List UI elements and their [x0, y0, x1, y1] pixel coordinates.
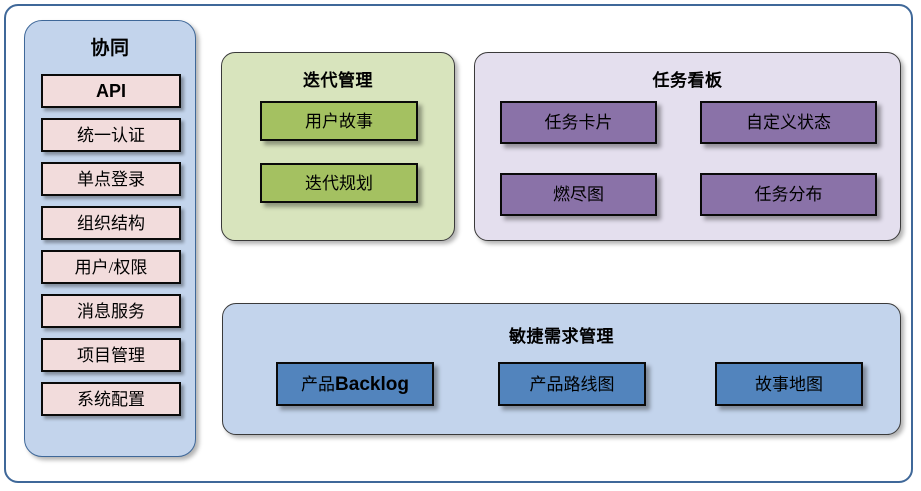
taskboard-panel-title: 任务看板: [652, 71, 723, 90]
node-task-card[interactable]: 任务卡片: [500, 101, 657, 144]
sidebar-item-api[interactable]: API: [41, 74, 181, 108]
node-story-map[interactable]: 故事地图: [715, 362, 863, 406]
node-task-distribution[interactable]: 任务分布: [700, 173, 877, 216]
diagram-frame: 协同 API 统一认证 单点登录 组织结构 用户/权限 消息服务 项目管理 系统…: [4, 4, 913, 483]
node-product-backlog-latin: Backlog: [335, 373, 409, 395]
sidebar-panel-collaboration: 协同 API 统一认证 单点登录 组织结构 用户/权限 消息服务 项目管理 系统…: [24, 20, 196, 457]
node-custom-status[interactable]: 自定义状态: [700, 101, 877, 144]
sidebar-title: 协同: [90, 38, 130, 59]
node-iteration-plan[interactable]: 迭代规划: [260, 163, 418, 203]
panel-iteration-management: 迭代管理 用户故事 迭代规划: [221, 52, 455, 241]
node-user-story[interactable]: 用户故事: [260, 101, 418, 141]
iteration-panel-title: 迭代管理: [303, 71, 373, 90]
node-burndown-chart[interactable]: 燃尽图: [500, 173, 657, 216]
agile-panel-title: 敏捷需求管理: [509, 327, 614, 346]
sidebar-item-list: API 统一认证 单点登录 组织结构 用户/权限 消息服务 项目管理 系统配置: [41, 74, 181, 426]
node-product-backlog-cjk: 产品: [301, 374, 336, 394]
sidebar-item-org-structure[interactable]: 组织结构: [41, 206, 181, 240]
sidebar-item-system-config[interactable]: 系统配置: [41, 382, 181, 416]
sidebar-item-user-permission[interactable]: 用户/权限: [41, 250, 181, 284]
sidebar-item-message-service[interactable]: 消息服务: [41, 294, 181, 328]
sidebar-item-single-sign-on[interactable]: 单点登录: [41, 162, 181, 196]
sidebar-item-unified-auth[interactable]: 统一认证: [41, 118, 181, 152]
node-product-roadmap[interactable]: 产品路线图: [498, 362, 646, 406]
panel-task-board: 任务看板 任务卡片 自定义状态 燃尽图 任务分布: [474, 52, 901, 241]
sidebar-item-project-management[interactable]: 项目管理: [41, 338, 181, 372]
